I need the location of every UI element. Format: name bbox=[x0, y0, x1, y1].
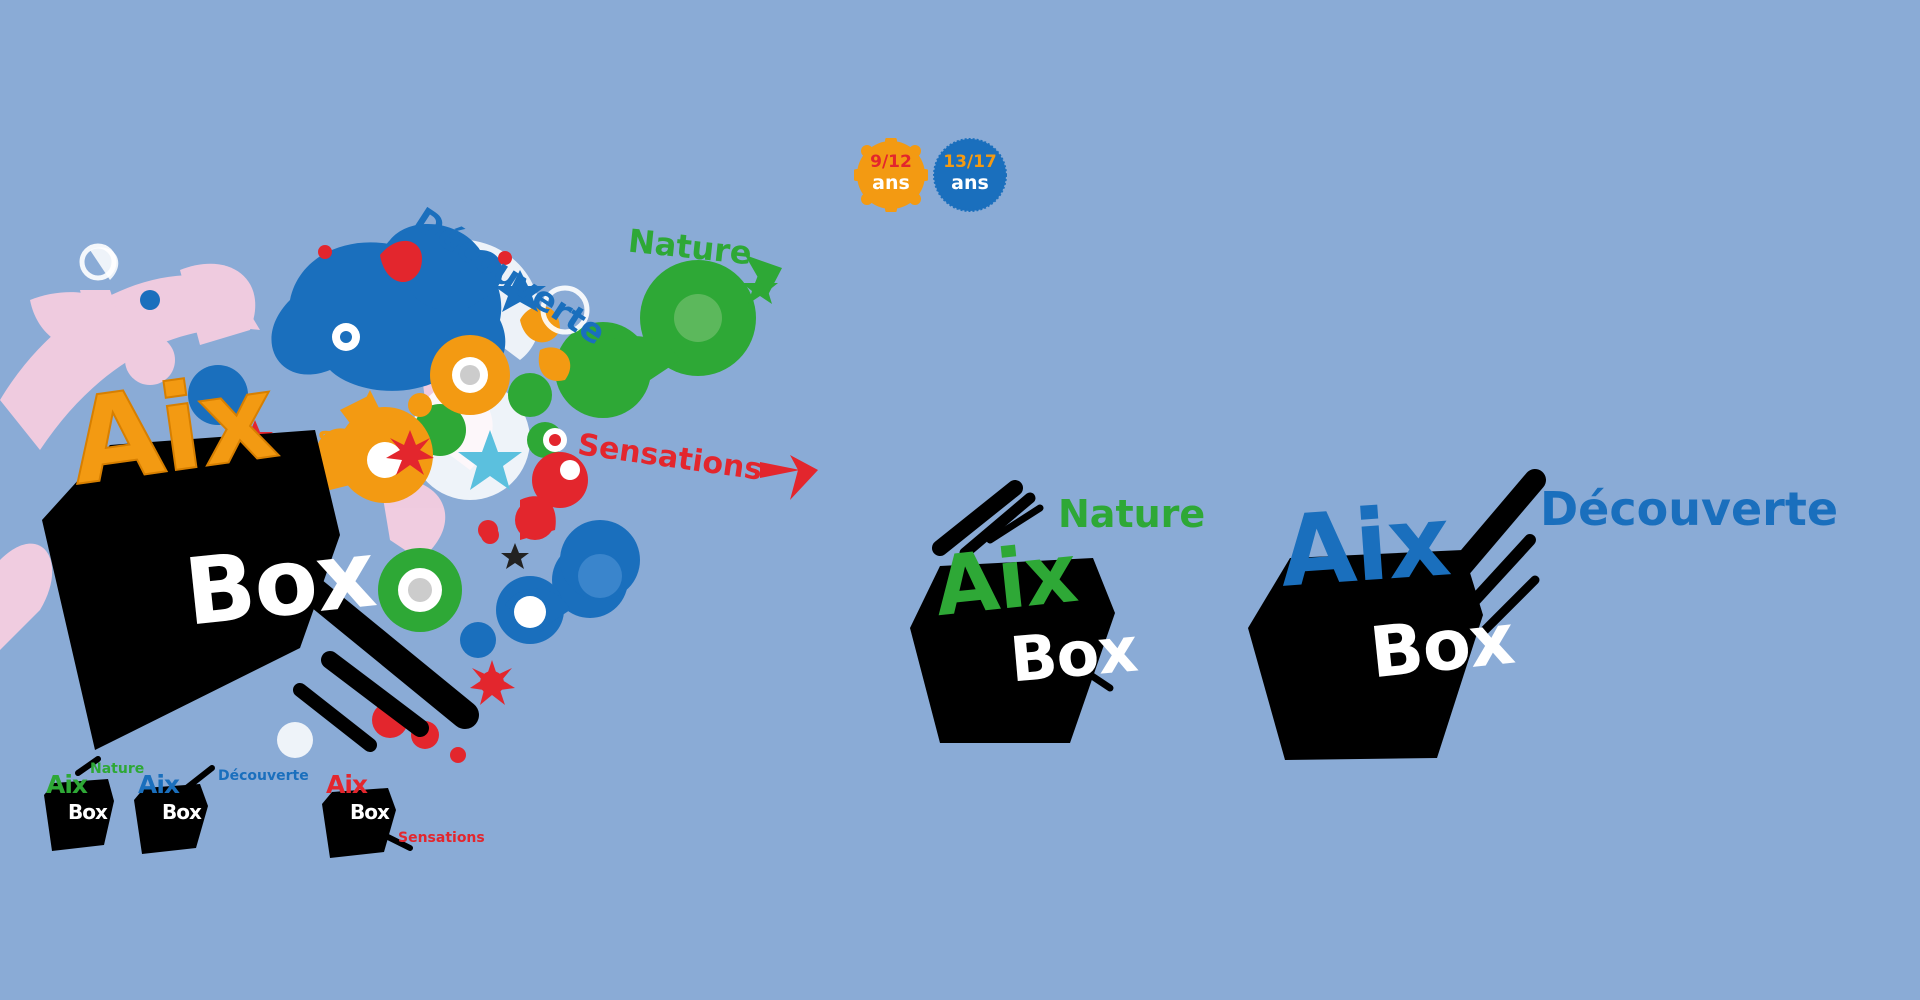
mini-cube-icon bbox=[134, 765, 215, 854]
cube-icon bbox=[910, 480, 1115, 743]
logo-brand-top: Aix bbox=[1276, 484, 1454, 610]
age-badge-unit: ans bbox=[951, 172, 989, 194]
mini-logo-bottom: Box bbox=[350, 800, 390, 824]
mini-logo-top: Aix bbox=[138, 770, 180, 799]
age-badge-range: 13/17 bbox=[943, 152, 997, 172]
age-badge-9-12[interactable]: 9/12 ans bbox=[854, 138, 928, 212]
age-badge-13-17[interactable]: 13/17 ans bbox=[933, 138, 1007, 212]
hero-artwork bbox=[0, 223, 818, 763]
logo-brand-bottom: Box bbox=[1007, 612, 1140, 697]
mini-logo-category: Sensations bbox=[398, 830, 485, 846]
mini-logo-bottom: Box bbox=[162, 800, 202, 824]
hero-brand-bottom: Box bbox=[179, 520, 380, 647]
blue-gear-badge-icon bbox=[933, 138, 1007, 212]
hero-brand-top: Aix bbox=[60, 345, 284, 512]
cube-icon bbox=[1248, 469, 1546, 760]
mini-logo-decouverte[interactable]: Aix Box Découverte bbox=[130, 760, 320, 860]
hero-cube-logo bbox=[42, 430, 479, 752]
mini-logo-category: Découverte bbox=[218, 768, 309, 784]
mini-logo-category: Nature bbox=[90, 761, 145, 777]
logo-category: Découverte bbox=[1540, 482, 1839, 536]
mini-logo-top: Aix bbox=[46, 770, 88, 799]
orange-gear-badge-icon bbox=[854, 138, 928, 212]
mini-logo-bottom: Box bbox=[68, 800, 108, 824]
age-badge-range: 9/12 bbox=[870, 152, 912, 172]
nature-arrow-icon bbox=[745, 255, 782, 295]
age-badge-unit: ans bbox=[872, 172, 910, 194]
mini-logo-top: Aix bbox=[326, 770, 368, 799]
logo-brand-bottom: Box bbox=[1366, 597, 1518, 695]
floating-word-partial-s: s bbox=[318, 422, 334, 452]
logo-aixbox-decouverte[interactable]: Aix Box Découverte bbox=[1245, 469, 1865, 770]
sensations-arrow-icon bbox=[790, 455, 818, 500]
logo-aixbox-nature[interactable]: Aix Box Nature bbox=[905, 478, 1225, 748]
mini-cube-icon bbox=[44, 756, 114, 851]
mini-logo-nature[interactable]: Aix Box Nature bbox=[40, 755, 150, 855]
logo-category: Nature bbox=[1058, 492, 1206, 536]
hero-illustration: Découverte Nature Sensations s Aix Box A… bbox=[0, 0, 830, 880]
mini-logo-sensations[interactable]: Aix Box Sensations bbox=[318, 768, 498, 868]
mini-cube-icon bbox=[322, 788, 413, 858]
